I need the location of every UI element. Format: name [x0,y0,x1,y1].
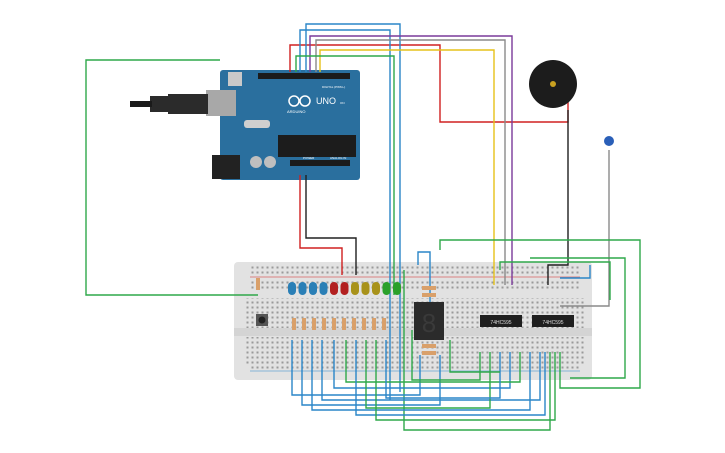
shift-register-2: 74HC595 [532,315,574,327]
sensor-resistor [256,278,260,290]
led [393,282,401,295]
board-name: UNO [316,96,336,106]
push-button[interactable] [256,314,268,326]
chip-label: 74HC595 [490,320,511,326]
on-label: ON [340,101,345,105]
led [351,282,359,295]
piezo-buzzer [529,60,577,108]
usb-cable [130,94,208,114]
led [330,282,338,295]
board-brand: ARDUINO [287,109,305,114]
light-sensor [604,136,614,146]
power-header-label: POWER [303,156,315,160]
led [361,282,370,295]
arduino-uno[interactable]: UNO ARDUINO DIGITAL (PWM~) POWER ANALOG … [206,70,360,180]
led [309,282,317,295]
atmega-chip [278,135,356,157]
resistor-row [256,278,386,330]
seven-segment-display: 8 [414,286,444,355]
led [340,282,349,295]
led [382,282,391,295]
analog-header-label: ANALOG IN [330,156,346,160]
power-header [290,160,350,166]
wires [85,23,641,431]
led-row [288,282,401,295]
digital-header [258,73,350,79]
digital-header-label: DIGITAL (PWM~) [322,85,345,89]
led [319,282,328,295]
led [288,282,296,295]
chip-label: 74HC595 [542,320,563,326]
led [298,282,307,295]
seven-segment-digit: 8 [422,308,436,338]
power-jack [212,155,240,179]
usb-port [206,90,236,116]
shift-register-1: 74HC595 [480,315,522,327]
led [372,282,380,295]
reset-button[interactable] [228,72,242,86]
arduino-logo-icon [288,95,300,107]
